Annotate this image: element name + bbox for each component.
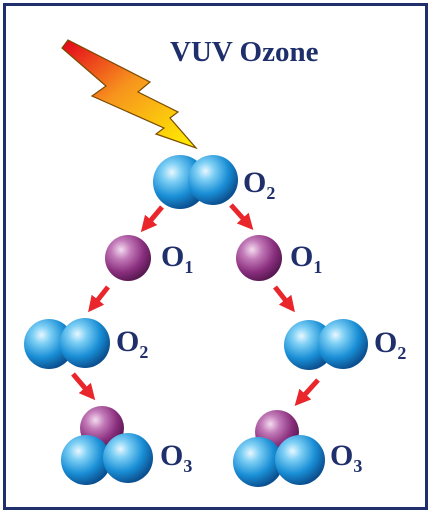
- title: VUV Ozone: [170, 36, 319, 68]
- molecule-o3-left: [61, 406, 153, 485]
- molecule-o3-right: [233, 410, 325, 487]
- arrow-o2-to-o3-left: [71, 372, 96, 401]
- label-o3-right: O3: [330, 439, 362, 476]
- arrow-o1-to-o2-left: [88, 285, 110, 313]
- arrow-o1-to-o2-right: [273, 285, 295, 313]
- atom-o1-right: [236, 235, 282, 281]
- molecule-o2-right: [284, 319, 368, 370]
- arrow-o2-to-o3-right: [294, 378, 320, 406]
- label-o2-top: O2: [243, 166, 275, 203]
- label-o1-left: O1: [161, 240, 193, 277]
- arrow-o2-to-o1-right: [229, 203, 254, 230]
- label-o2-left: O2: [116, 325, 148, 362]
- diagram-frame: [3, 3, 428, 510]
- atom-o1-left: [105, 235, 151, 281]
- label-o2-right: O2: [374, 326, 406, 363]
- lightning-bolt-icon: [61, 39, 198, 150]
- label-o1-right: O1: [290, 240, 322, 277]
- label-o3-left: O3: [160, 439, 192, 476]
- molecule-o2-top: [153, 155, 238, 209]
- molecule-o2-left: [24, 318, 110, 369]
- arrow-o2-to-o1-left: [140, 205, 164, 233]
